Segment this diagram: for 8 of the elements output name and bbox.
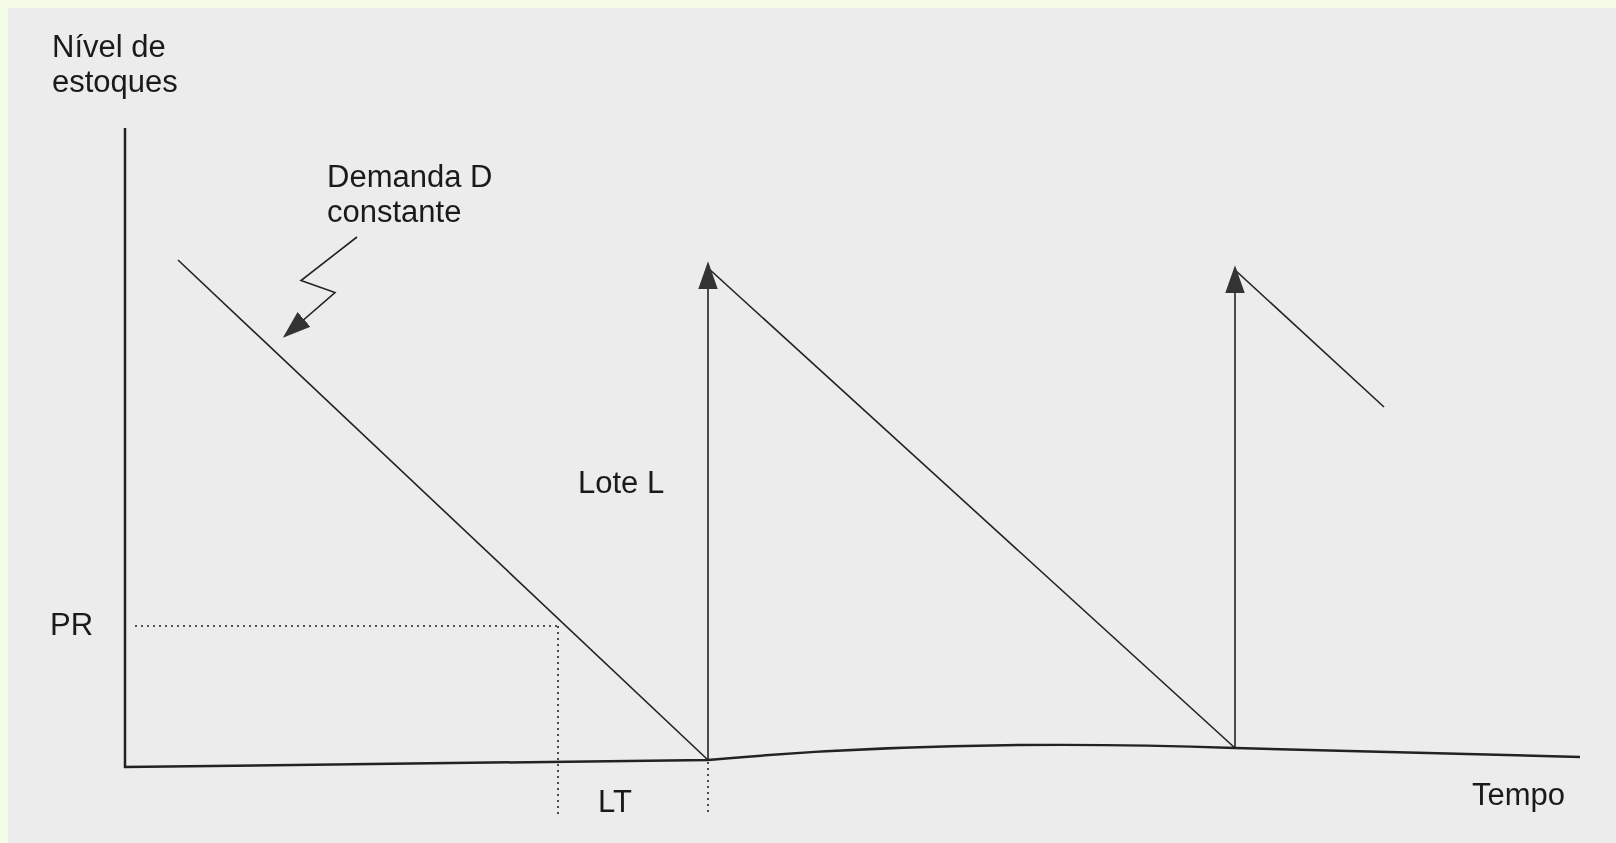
axis-label: PR — [50, 608, 95, 643]
axis-label: LT — [598, 785, 633, 820]
demand-line — [177, 259, 709, 761]
leader-arrow — [282, 236, 358, 338]
annotation-text: Lote L — [578, 466, 666, 501]
callout-text: Demanda D constante — [327, 160, 567, 238]
axis-label: Tempo — [1472, 778, 1567, 813]
axis-label: Nível de estoques — [52, 30, 179, 100]
